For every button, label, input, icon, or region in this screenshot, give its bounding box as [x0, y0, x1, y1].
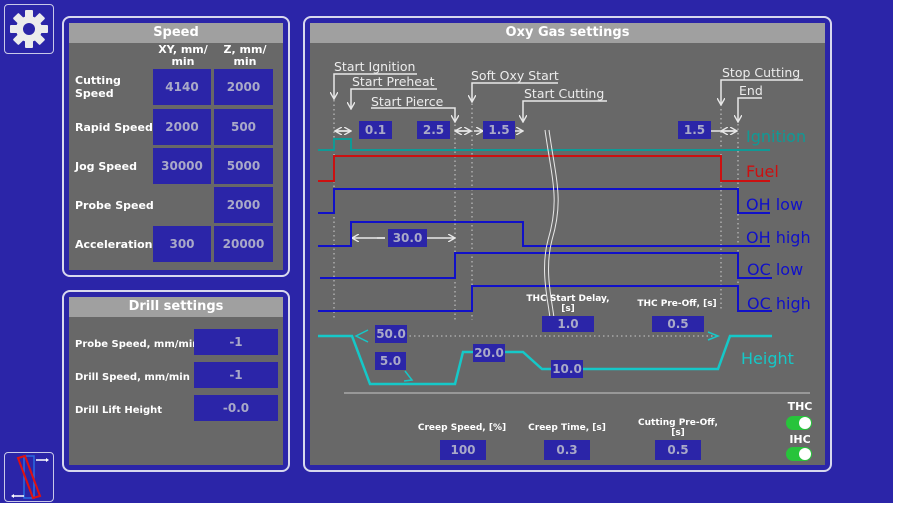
thc-start-delay-label: THC Start Delay, [s]	[526, 294, 610, 314]
toggle-knob	[799, 448, 811, 460]
drill-lift-height-input[interactable]: -0.0	[194, 395, 278, 421]
speed-panel: Speed XY, mm/ min Z, mm/ min Cutting Spe…	[62, 16, 290, 277]
creep-time-label: Creep Time, [s]	[528, 423, 606, 433]
ihc-toggle-label: IHC	[789, 433, 811, 446]
column-header-z: Z, mm/ min	[223, 43, 267, 68]
thc-toggle-label: THC	[787, 400, 813, 413]
rapid-speed-z-input[interactable]: 500	[214, 109, 273, 145]
drill-lift-height-label: Drill Lift Height	[75, 405, 163, 416]
drill-probe-speed-input[interactable]: -1	[194, 329, 278, 355]
jog-speed-z-input[interactable]: 5000	[214, 148, 273, 184]
soft-oxy-time-input[interactable]: 1.5	[483, 121, 515, 139]
cutting-speed-xy-input[interactable]: 4140	[153, 69, 211, 105]
probe-speed-label: Probe Speed	[75, 199, 154, 212]
cutting-pre-off-label: Cutting Pre-Off, [s]	[638, 418, 718, 438]
end-ignition-time-input[interactable]: 1.5	[678, 121, 711, 139]
thc-start-delay-input[interactable]: 1.0	[542, 316, 594, 332]
column-header-xy: XY, mm/ min	[158, 43, 208, 68]
cutting-speed-label: Cutting Speed	[75, 74, 121, 100]
creep-speed-label: Creep Speed, [%]	[417, 423, 507, 433]
kerf-offset-icon	[11, 454, 49, 500]
cutting-speed-z-input[interactable]: 2000	[214, 69, 273, 105]
creep-speed-input[interactable]: 100	[440, 440, 486, 460]
screen: Speed XY, mm/ min Z, mm/ min Cutting Spe…	[0, 0, 893, 503]
ignition-time-input[interactable]: 0.1	[359, 121, 392, 139]
cut-height-input[interactable]: 10.0	[551, 360, 583, 378]
jog-speed-label: Jog Speed	[75, 160, 137, 173]
acceleration-label: Acceleration	[75, 238, 153, 251]
cut-start-height-input[interactable]: 20.0	[473, 344, 505, 362]
ihc-toggle[interactable]	[786, 447, 812, 461]
toggle-knob	[799, 417, 811, 429]
thc-toggle[interactable]	[786, 416, 812, 430]
rapid-speed-label: Rapid Speed	[75, 121, 153, 134]
gear-icon	[10, 10, 48, 48]
drill-panel: Drill settings Probe Speed, mm/min -1 Dr…	[62, 290, 290, 472]
ignition-height-input[interactable]: 50.0	[375, 325, 407, 343]
probe-speed-z-input[interactable]: 2000	[214, 187, 273, 223]
acceleration-xy-input[interactable]: 300	[153, 226, 211, 262]
kerf-offset-button[interactable]	[4, 452, 54, 502]
jog-speed-xy-input[interactable]: 30000	[153, 148, 211, 184]
thc-pre-off-label: THC Pre-Off, [s]	[637, 299, 717, 309]
drill-speed-label: Drill Speed, mm/min	[75, 372, 190, 383]
drill-title: Drill settings	[69, 297, 283, 317]
speed-title: Speed	[69, 23, 283, 43]
oxy-gas-panel: Oxy Gas settings	[303, 16, 832, 472]
drill-speed-input[interactable]: -1	[194, 362, 278, 388]
preheat-time-input[interactable]: 2.5	[417, 121, 450, 139]
thc-pre-off-input[interactable]: 0.5	[652, 316, 704, 332]
creep-time-input[interactable]: 0.3	[544, 440, 590, 460]
acceleration-z-input[interactable]: 20000	[214, 226, 273, 262]
settings-button[interactable]	[4, 4, 54, 54]
rapid-speed-xy-input[interactable]: 2000	[153, 109, 211, 145]
oh-high-time-input[interactable]: 30.0	[388, 229, 427, 247]
drill-probe-speed-label: Probe Speed, mm/min	[75, 339, 200, 350]
pierce-height-input[interactable]: 5.0	[375, 352, 406, 370]
cutting-pre-off-input[interactable]: 0.5	[655, 440, 701, 460]
oxy-title: Oxy Gas settings	[310, 23, 825, 43]
